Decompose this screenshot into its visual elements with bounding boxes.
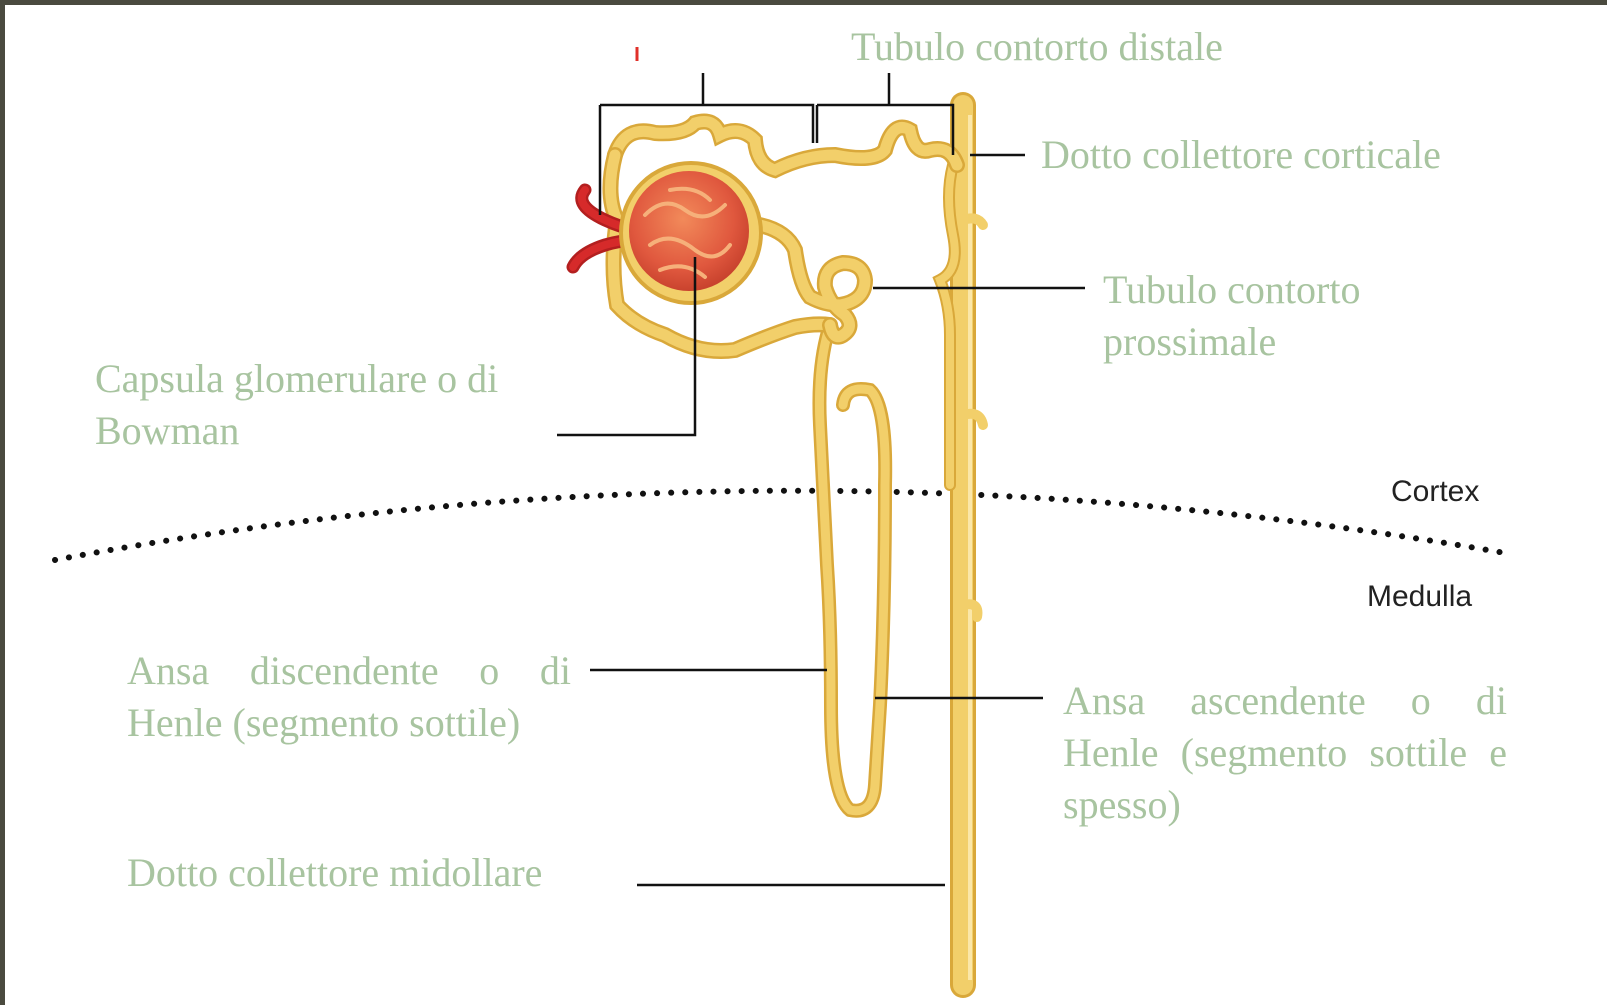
collecting-duct [963, 105, 983, 985]
label-cortical-collecting-duct: Dotto collettore corticale [1041, 129, 1441, 181]
label-proximal-tubule-line2: prossimale [1103, 316, 1276, 368]
label-proximal-tubule-line1: Tubulo contorto [1103, 264, 1360, 316]
cortex-medulla-boundary [55, 491, 1505, 560]
glomerulus [621, 163, 761, 303]
label-medullary-collecting-duct: Dotto collettore midollare [127, 847, 542, 899]
label-bowman-capsule-line2: Bowman [95, 405, 239, 457]
label-descending-loop: Ansa discendente o di Henle (segmento so… [127, 645, 571, 749]
zone-label-cortex: Cortex [1391, 475, 1479, 509]
zone-label-medulla: Medulla [1367, 580, 1472, 614]
label-distal-tubule: Tubulo contorto distale [851, 21, 1223, 73]
loop-of-henle [819, 325, 885, 811]
label-ascending-loop: Ansa ascendente o di Henle (segmento sot… [1063, 675, 1507, 831]
diagram-canvas: Tubulo contorto distale Dotto collettore… [5, 5, 1607, 1005]
label-bowman-capsule-line1: Capsula glomerulare o di [95, 353, 498, 405]
